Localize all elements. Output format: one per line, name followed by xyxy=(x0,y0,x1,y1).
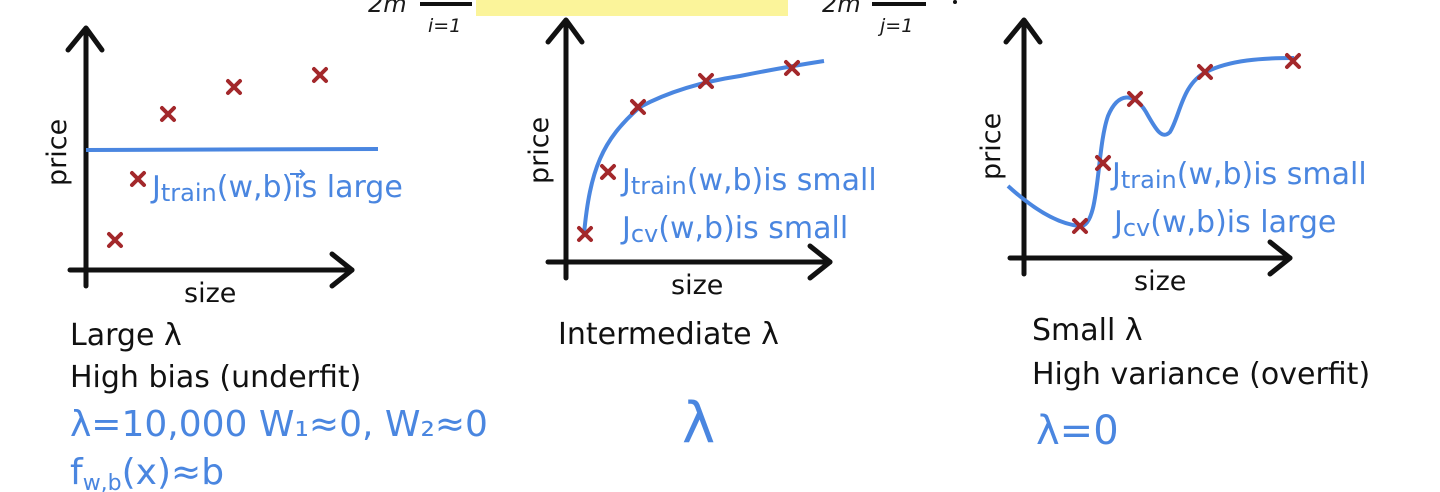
data-point xyxy=(1072,218,1088,234)
top-formula: 2m i=1 2m j=1 xyxy=(368,0,957,37)
panel1-fit-line xyxy=(85,147,379,152)
panel1-ylabel: price xyxy=(42,119,73,186)
panel3-x-arrow xyxy=(1267,239,1293,277)
panel3-ylabel: price xyxy=(976,113,1007,180)
panel3-fit-curve xyxy=(1006,56,1295,228)
panel-small-lambda: price size Jtrain(w,b)is small Jcv(w,b)i… xyxy=(976,17,1370,454)
panel2-axes xyxy=(545,17,833,281)
panel1-note1: Jtrain(w,b)is large xyxy=(150,170,403,207)
data-point xyxy=(107,232,123,248)
panel2-data-points xyxy=(577,60,800,242)
panel1-axes xyxy=(65,25,355,289)
panel2-fit-curve xyxy=(582,59,825,235)
data-point xyxy=(312,67,328,83)
panel1-data-points xyxy=(107,67,328,248)
formula-right-2m: 2m xyxy=(822,0,861,18)
panel2-caption-line1: Intermediate λ xyxy=(558,317,779,352)
panel-intermediate-lambda: price size Jtrain(w,b)is small Jcv(w,b)i… xyxy=(524,17,877,456)
data-point xyxy=(160,106,176,122)
panel2-xlabel: size xyxy=(671,270,723,301)
panel1-y-arrow xyxy=(65,25,105,53)
data-point xyxy=(1127,91,1143,107)
data-point xyxy=(577,226,593,242)
panel3-caption-line1: Small λ xyxy=(1032,313,1143,348)
panel2-x-arrow xyxy=(807,243,833,281)
data-point xyxy=(1095,155,1111,171)
panel2-handwriting-lambda: λ xyxy=(682,391,715,456)
panel1-handwriting-line1: λ=10,000 W₁≈0, W₂≈0 xyxy=(70,404,488,445)
panel3-xlabel: size xyxy=(1134,266,1186,297)
data-point xyxy=(1285,53,1301,69)
data-point xyxy=(1197,64,1213,80)
panel1-handwriting-line2: fw,b(x)≈b xyxy=(70,452,224,492)
panel3-handwriting-line1: λ=0 xyxy=(1036,408,1119,454)
formula-dot xyxy=(953,0,957,4)
panel2-note1: Jtrain(w,b)is small xyxy=(620,163,877,200)
formula-right-index: j=1 xyxy=(877,15,913,37)
data-point xyxy=(226,79,242,95)
data-point xyxy=(130,171,146,187)
data-point xyxy=(698,73,714,89)
panel1-note1-vector-arrow xyxy=(290,169,306,179)
data-point xyxy=(600,164,616,180)
panel2-ylabel: price xyxy=(524,117,555,184)
data-point xyxy=(630,99,646,115)
formula-left-2m: 2m xyxy=(368,0,407,18)
formula-highlight xyxy=(476,0,788,16)
panel-large-lambda: price size Jtrain(w,b)is large Large λ H… xyxy=(42,25,488,492)
panel1-caption-line2: High bias (underfit) xyxy=(70,360,361,395)
panel3-caption-line2: High variance (overfit) xyxy=(1032,357,1370,392)
panel3-y-arrow xyxy=(1003,17,1043,45)
panel2-note2: Jcv(w,b)is small xyxy=(620,211,848,248)
panel3-note1: Jtrain(w,b)is small xyxy=(1110,157,1367,194)
panel1-xlabel: size xyxy=(184,278,236,309)
panel2-y-arrow xyxy=(545,17,585,45)
panel3-data-points xyxy=(1072,53,1301,234)
panel1-caption-line1: Large λ xyxy=(70,318,182,353)
data-point xyxy=(784,60,800,76)
panel1-x-arrow xyxy=(329,251,355,289)
panel3-note2: Jcv(w,b)is large xyxy=(1112,205,1336,242)
panel3-axes xyxy=(1003,17,1293,277)
formula-left-index: i=1 xyxy=(428,15,461,37)
